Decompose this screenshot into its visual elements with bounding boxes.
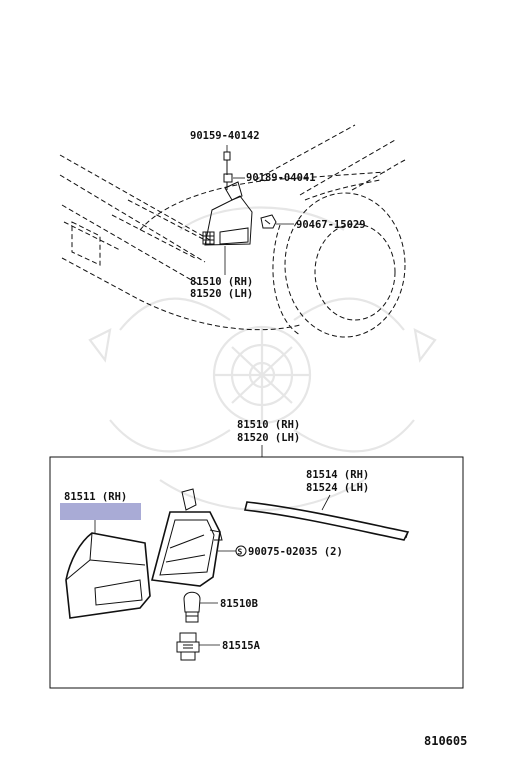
assembly-box: [49, 456, 464, 689]
bolt-icon: [223, 151, 231, 175]
gasket-part: [244, 501, 410, 541]
nut-icon: [223, 173, 233, 190]
label-clip: 90467-15029: [296, 219, 366, 231]
label-assembly-rh: 81510 (RH): [237, 419, 300, 431]
label-lamp-rh: 81510 (RH): [190, 276, 253, 288]
label-lens-rh: 81511 (RH): [64, 491, 127, 503]
label-nut: 90189-04041: [246, 172, 316, 184]
wheel-outline: [272, 192, 406, 338]
housing-part: [150, 488, 223, 587]
label-gasket-lh: 81524 (LH): [306, 482, 369, 494]
label-bulb: 81510B: [220, 598, 258, 610]
label-assembly-lh: 81520 (LH): [237, 432, 300, 444]
lens-highlight: [60, 503, 141, 520]
clip-icon: [260, 214, 277, 229]
vehicle-front-outline: [59, 124, 406, 331]
label-screw: 90075-02035 (2): [248, 546, 343, 558]
watermark-emblem: [88, 206, 437, 512]
lens-part: [65, 532, 151, 619]
label-gasket-rh: 81514 (RH): [306, 469, 369, 481]
screw-marker: S: [238, 548, 243, 557]
label-socket: 81515A: [222, 640, 261, 652]
label-bolt: 90159-40142: [190, 130, 260, 142]
label-lamp-lh: 81520 (LH): [190, 288, 253, 300]
bulb-icon: [183, 591, 201, 623]
lamp-installed: [202, 181, 253, 246]
socket-icon: [176, 632, 200, 661]
figure-number: 810605: [424, 734, 467, 748]
leader-gasket: [321, 494, 331, 511]
screw-icon: S: [235, 545, 247, 557]
